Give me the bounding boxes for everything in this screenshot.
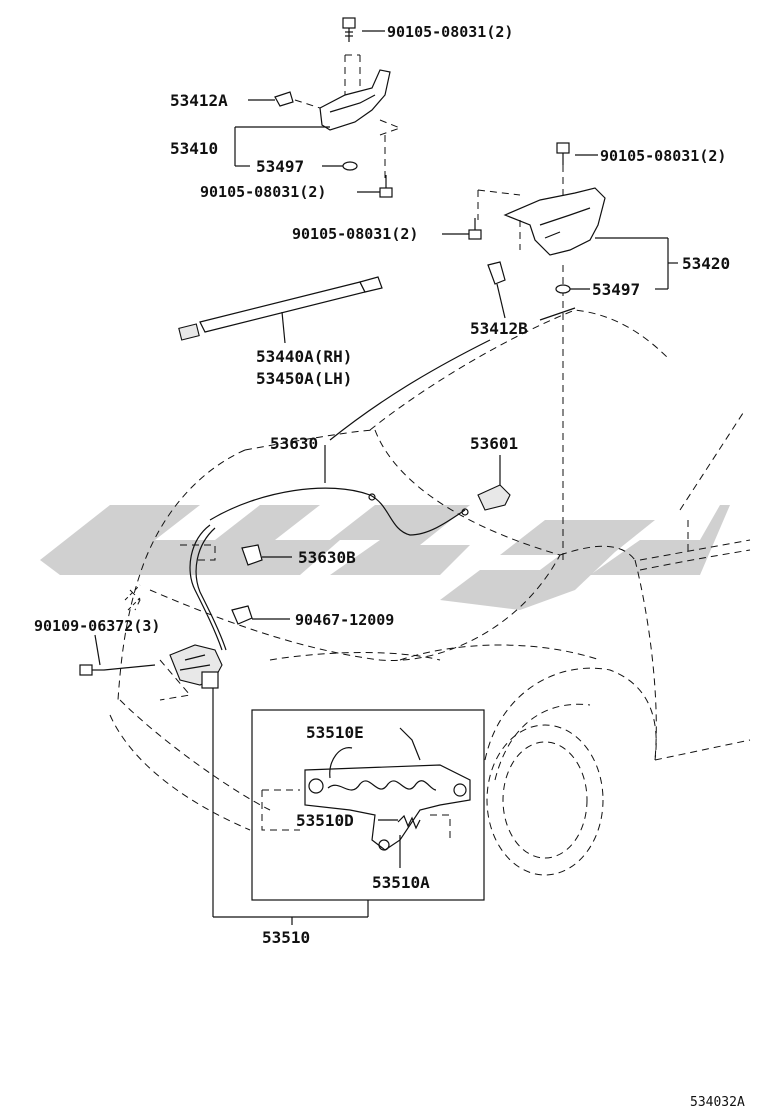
release-cable xyxy=(180,445,511,651)
label-clamp: 90467-12009 xyxy=(295,611,394,629)
hood-support xyxy=(178,276,383,344)
label-cable: 53630 xyxy=(270,434,318,453)
figure-reference: 534032A xyxy=(690,1095,745,1110)
label-lock-sub-e: 53510E xyxy=(306,723,364,742)
label-washer-lh: 53497 xyxy=(256,157,304,176)
label-lock-sub-d: 53510D xyxy=(296,811,354,830)
bolt-icon xyxy=(342,17,356,42)
label-bolt-top-lh: 90105-08031(2) xyxy=(387,23,513,41)
label-lever: 53601 xyxy=(470,434,518,453)
hinge-lh-group xyxy=(234,17,402,198)
hinge-rh-group xyxy=(442,142,678,560)
bolt-icon xyxy=(468,218,482,240)
label-support-rh: 53440A(RH) xyxy=(256,347,352,366)
label-bolt-lower-lh: 90105-08031(2) xyxy=(200,183,326,201)
label-clip-a: 53412A xyxy=(170,91,228,110)
label-support-lh: 53450A(LH) xyxy=(256,369,352,388)
label-hinge-rh: 53420 xyxy=(682,254,730,273)
bolt-icon xyxy=(79,664,104,676)
label-lock-bolts: 90109-06372(3) xyxy=(34,617,160,635)
leader xyxy=(329,339,491,441)
bolt-icon xyxy=(556,142,570,165)
hood-lock xyxy=(79,634,369,925)
label-lock-assy: 53510 xyxy=(262,928,310,947)
label-lock-sub-a: 53510A xyxy=(372,873,430,892)
label-cable-clamp: 53630B xyxy=(298,548,356,567)
leader xyxy=(539,307,576,321)
label-washer-rh: 53497 xyxy=(592,280,640,299)
vehicle-outline xyxy=(109,309,751,876)
lock-detail-inset xyxy=(251,709,485,901)
label-bolt-top-rh: 90105-08031(2) xyxy=(600,147,726,165)
label-clip-b: 53412B xyxy=(470,319,528,338)
label-bolt-mid-rh: 90105-08031(2) xyxy=(292,225,418,243)
label-hinge-lh: 53410 xyxy=(170,139,218,158)
watermark xyxy=(40,505,730,610)
bolt-icon xyxy=(379,175,393,198)
